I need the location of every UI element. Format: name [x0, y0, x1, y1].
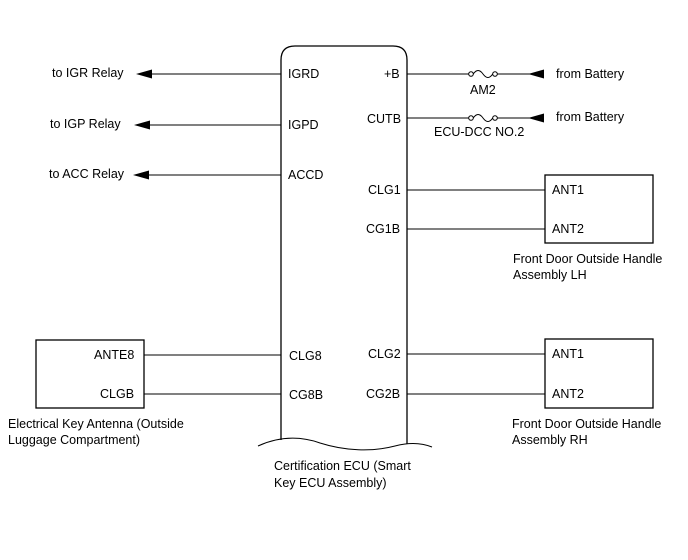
- acc-relay-label: to ACC Relay: [49, 167, 125, 181]
- antenna-luggage-pin1: ANTE8: [94, 348, 134, 362]
- antenna-luggage-name-line2: Luggage Compartment): [8, 433, 140, 447]
- arrow-left-icon: [528, 69, 544, 79]
- fuse-icon: [468, 114, 498, 122]
- fuse-am2-label: AM2: [470, 83, 496, 97]
- battery-circuit-ecu-dcc: CUTB ECU-DCC NO.2 from Battery: [367, 110, 625, 139]
- pin-clg2: CLG2: [368, 347, 401, 361]
- antenna-luggage-circuit: ANTE8 CLGB CLG8 CG8B Electrical Key Ante…: [8, 339, 323, 447]
- ecu-cut-line: [257, 437, 433, 451]
- pin-cg1b: CG1B: [366, 222, 400, 236]
- arrow-left-icon: [136, 69, 152, 79]
- pin-cutb: CUTB: [367, 112, 401, 126]
- antenna-rh-name-line1: Front Door Outside Handle: [512, 417, 661, 431]
- arrow-left-icon: [133, 170, 149, 180]
- ecu-name-line2: Key ECU Assembly): [274, 476, 387, 490]
- fuse-icon: [468, 70, 498, 78]
- pin-igpd: IGPD: [288, 118, 319, 132]
- antenna-lh-box: [544, 174, 654, 244]
- battery-label-1: from Battery: [556, 67, 625, 81]
- antenna-rh-pin1: ANT1: [552, 347, 584, 361]
- antenna-luggage-pin2: CLGB: [100, 387, 134, 401]
- antenna-lh-name-line2: Assembly LH: [513, 268, 587, 282]
- ecu-name-line1: Certification ECU (Smart: [274, 459, 411, 473]
- fuse-ecu-dcc-label: ECU-DCC NO.2: [434, 125, 524, 139]
- pin-plus-b: +B: [384, 67, 400, 81]
- pin-accd: ACCD: [288, 168, 323, 182]
- ecu-body: [280, 45, 408, 444]
- pin-clg1: CLG1: [368, 183, 401, 197]
- pin-cg8b: CG8B: [289, 388, 323, 402]
- battery-circuit-am2: +B AM2 from Battery: [384, 67, 625, 97]
- acc-relay-circuit: to ACC Relay ACCD: [49, 167, 323, 182]
- antenna-rh-name-line2: Assembly RH: [512, 433, 588, 447]
- antenna-lh-name-line1: Front Door Outside Handle: [513, 252, 662, 266]
- igp-relay-circuit: to IGP Relay IGPD: [50, 117, 319, 132]
- igr-relay-label: to IGR Relay: [52, 66, 124, 80]
- antenna-lh-pin2: ANT2: [552, 222, 584, 236]
- battery-label-2: from Battery: [556, 110, 625, 124]
- arrow-left-icon: [134, 120, 150, 130]
- antenna-rh-circuit: CLG2 CG2B ANT1 ANT2 Front Door Outside H…: [366, 338, 661, 447]
- igr-relay-circuit: to IGR Relay IGRD: [52, 66, 319, 81]
- igp-relay-label: to IGP Relay: [50, 117, 121, 131]
- antenna-lh-pin1: ANT1: [552, 183, 584, 197]
- antenna-luggage-box: [35, 339, 145, 409]
- antenna-luggage-name-line1: Electrical Key Antenna (Outside: [8, 417, 184, 431]
- pin-cg2b: CG2B: [366, 387, 400, 401]
- arrow-left-icon: [528, 113, 544, 123]
- antenna-lh-circuit: CLG1 CG1B ANT1 ANT2 Front Door Outside H…: [366, 174, 662, 282]
- pin-clg8: CLG8: [289, 349, 322, 363]
- antenna-rh-box: [544, 338, 654, 409]
- antenna-rh-pin2: ANT2: [552, 387, 584, 401]
- pin-igrd: IGRD: [288, 67, 319, 81]
